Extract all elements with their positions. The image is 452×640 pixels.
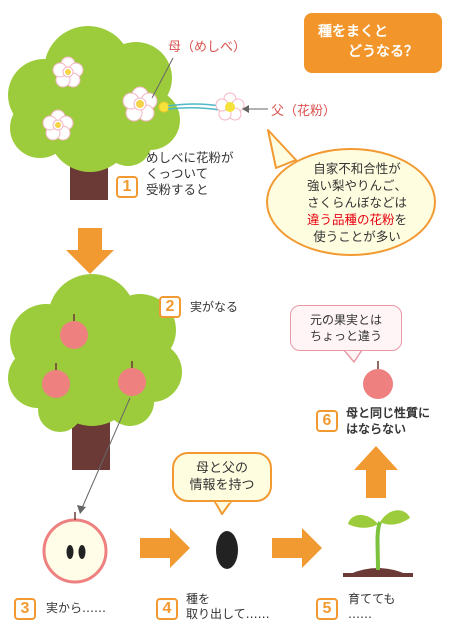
fruit-speech-text: 元の果実とは ちょっと違う xyxy=(309,313,382,343)
step-3-text: 実から…… xyxy=(46,601,107,615)
arrow-right-2 xyxy=(272,528,322,568)
step-3-number: 3 xyxy=(14,598,36,620)
seed-speech xyxy=(172,452,272,502)
bubble-highlight: 違う品種の花粉 xyxy=(306,212,395,227)
flower xyxy=(42,109,74,141)
final-apple xyxy=(363,361,393,399)
mother-label: 母（めしべ） xyxy=(168,40,247,55)
bubble-tail xyxy=(267,129,297,169)
title-box: 種をまくと どうなる？ xyxy=(304,13,442,73)
bubble-line: 使うことが多い xyxy=(313,229,401,244)
father-label: 父（花粉） xyxy=(271,104,337,119)
step-6-text: 母と同じ性質に はならない xyxy=(346,406,431,436)
title-line-2: どうなる？ xyxy=(348,44,418,60)
apple xyxy=(42,363,70,398)
bubble-line: 強い梨やりんご、 xyxy=(306,178,407,193)
mother-pointer xyxy=(151,57,174,99)
pistil-dot xyxy=(158,101,170,113)
step-2-text: 実がなる xyxy=(190,300,239,314)
bubble-line: 自家不和合性が xyxy=(313,161,401,176)
arrow-right-1 xyxy=(140,528,190,568)
step-5-text: 育てても …… xyxy=(348,592,396,621)
step-1-number: 1 xyxy=(116,176,138,198)
bubble-line-rest: を xyxy=(394,212,408,227)
pollen-flower xyxy=(215,92,245,121)
flower xyxy=(52,56,84,88)
step-1-text: めしべに花粉が くっついて 受粉すると xyxy=(146,150,234,197)
step-5-number: 5 xyxy=(316,598,338,620)
step-6-number: 6 xyxy=(316,410,338,432)
seed-speech-text: 母と父の 情報を持つ xyxy=(189,461,255,493)
info-bubble-text: 自家不和合性が 強い梨やりんご、 さくらんぼなどは 違う品種の花粉を 使うことが… xyxy=(287,160,427,245)
sprout xyxy=(343,510,413,577)
bubble-line: 違う品種の花粉を xyxy=(287,211,427,228)
step-4-text: 種を 取り出して…… xyxy=(186,592,270,621)
bubble-line: さくらんぼなどは xyxy=(306,195,407,210)
fruit-speech xyxy=(290,305,402,351)
step-2-number: 2 xyxy=(159,296,181,318)
title-line-1: 種をまくと xyxy=(318,24,388,40)
cut-apple xyxy=(42,512,108,584)
seed xyxy=(216,531,238,569)
step-4-number: 4 xyxy=(156,598,178,620)
flower-tree xyxy=(8,26,268,200)
arrow-down-1 xyxy=(66,228,114,274)
apple xyxy=(60,314,88,349)
arrow-up xyxy=(354,446,398,498)
apple-tree xyxy=(8,274,182,514)
info-bubble xyxy=(266,148,436,256)
apple xyxy=(118,361,146,396)
